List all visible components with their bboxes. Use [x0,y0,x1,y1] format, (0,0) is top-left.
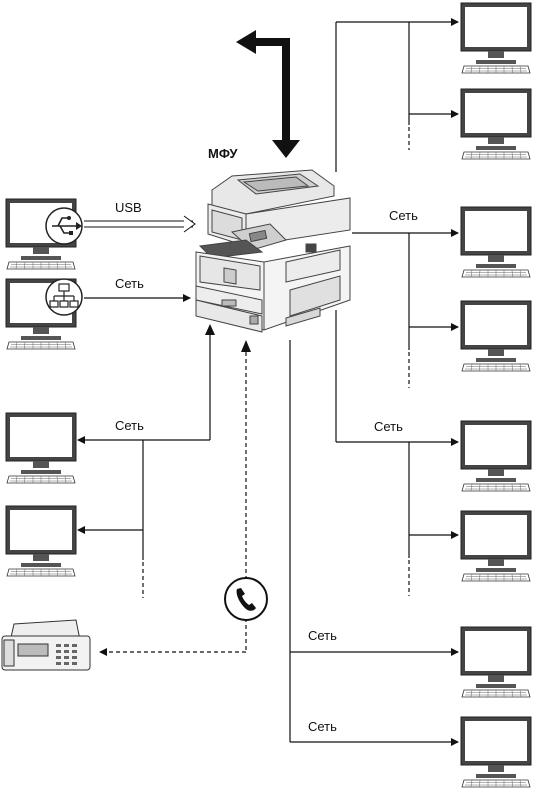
network-label: Сеть [308,628,337,643]
computer-icon [460,420,532,492]
network-label: Сеть [115,276,144,291]
network-label: Сеть [374,419,403,434]
external-connection-arrow [236,30,300,158]
computer-icon [460,206,532,278]
usb-label: USB [115,200,142,215]
right-network-lines [289,18,459,746]
telephone-icon [224,577,268,621]
fax-machine-icon [1,619,91,671]
network-label: Сеть [308,719,337,734]
network-label: Сеть [389,208,418,223]
fax-line-arrowhead [241,340,251,352]
computer-icon [460,626,532,698]
mfp-label: МФУ [208,146,238,161]
network-icon [45,278,83,316]
computer-icon [460,300,532,372]
computer-icon [460,510,532,582]
computer-icon [5,412,77,484]
computer-icon [460,88,532,160]
usb-cable-arrowhead [183,215,196,233]
left-network-lines [77,329,211,598]
mfp-printer-icon [195,169,351,333]
network-label: Сеть [115,418,144,433]
usb-icon [45,207,83,245]
computer-icon [460,2,532,74]
computer-icon [5,505,77,577]
fax-line [99,352,247,656]
left-network-arrowhead [205,324,215,335]
computer-icon [460,716,532,788]
